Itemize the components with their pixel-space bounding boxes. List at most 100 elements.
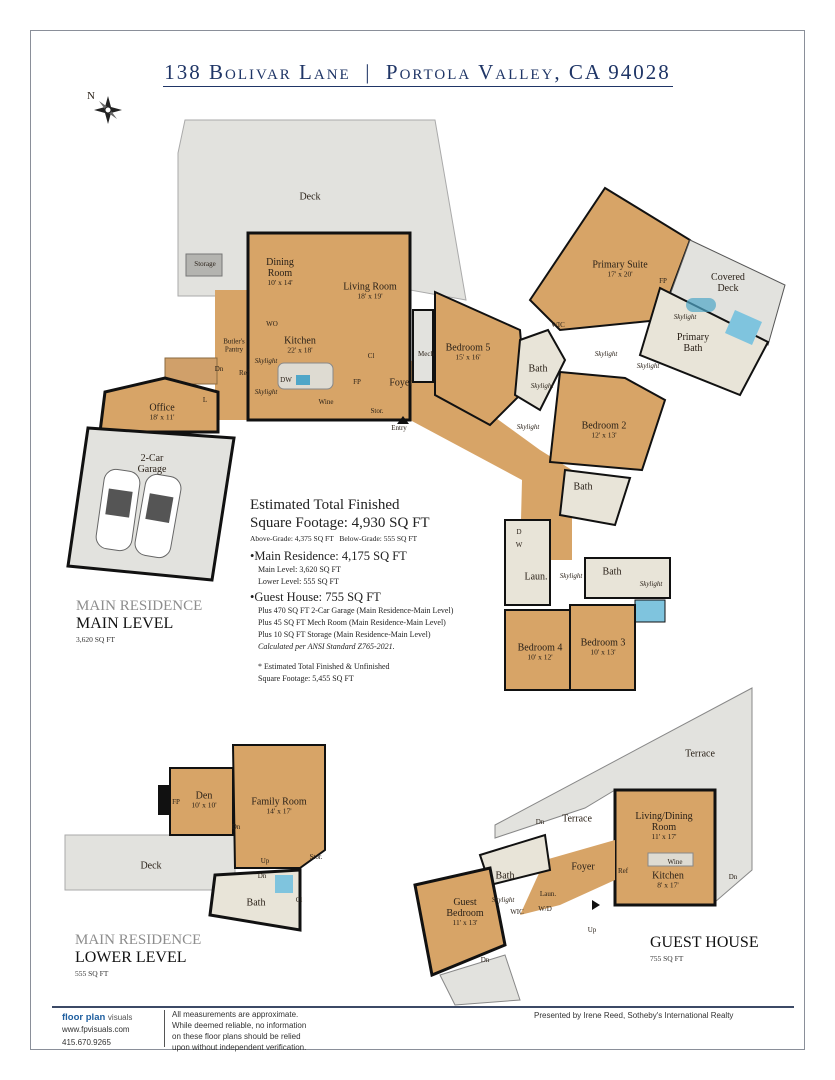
main-residence-total: •Main Residence: 4,175 SQ FT — [250, 549, 407, 563]
bath-label: Bath — [246, 897, 266, 909]
room-dims: 10' x 13' — [590, 647, 616, 657]
website-link[interactable]: www.fpvisuals.com — [62, 1025, 130, 1034]
room-dims: 10' x 10' — [191, 800, 217, 810]
storage-label: Storage — [194, 260, 216, 269]
total-note: Square Footage: 5,455 SQ FT — [258, 674, 354, 683]
room-dims: 18' x 11' — [149, 412, 175, 422]
room-name: Primary Suite — [592, 259, 648, 271]
room-dims: 10' x 12' — [527, 652, 553, 662]
section-label-main-residence: MAIN RESIDENCE — [76, 598, 203, 614]
butlers-pantry-area — [215, 290, 248, 420]
skylight-label: Skylight — [636, 362, 660, 371]
garage-label: 2-Car Garage — [137, 453, 167, 475]
brand-name: floor plan — [62, 1012, 106, 1023]
stairs-down-label: Dn — [728, 873, 738, 882]
room-name: Kitchen — [284, 335, 316, 347]
skylight-label: Skylight — [594, 350, 618, 359]
summary-total: Square Footage: 4,930 SQ FT — [250, 515, 430, 531]
stairs-down-label: Dn — [231, 823, 241, 832]
city: Portola Valley, CA 94028 — [385, 60, 671, 84]
room-name: Guest Bedroom — [446, 896, 484, 919]
compass-rose-icon — [94, 96, 122, 124]
room-name: Bedroom 2 — [581, 420, 627, 432]
room-name: Family Room — [251, 796, 307, 808]
stairs-down-label: Dn — [480, 956, 490, 965]
entry-arrow-icon — [397, 416, 409, 424]
section-label-main-level: MAIN LEVEL — [76, 615, 174, 632]
plus-line: Plus 470 SQ FT 2-Car Garage (Main Reside… — [258, 606, 454, 615]
guest-foyer — [520, 840, 615, 915]
storage-label: Stor. — [309, 853, 323, 862]
room-dims: 11' x 13' — [452, 917, 478, 927]
tub — [686, 298, 716, 312]
guest-house-total: •Guest House: 755 SQ FT — [250, 590, 381, 604]
room-name: Living/Dining Room — [635, 810, 693, 833]
room-name: Bedroom 4 — [517, 642, 563, 654]
fireplace-label: FP — [172, 798, 180, 807]
brand-suffix: visuals — [107, 1013, 133, 1022]
skylight-label: Skylight — [559, 572, 583, 581]
skylight-label: Skylight — [639, 580, 663, 589]
mech-room — [412, 309, 434, 383]
wine-label: Wine — [667, 858, 683, 867]
skylight-label: Skylight — [491, 896, 515, 905]
office-room — [98, 376, 220, 434]
disclaimer-line: All measurements are approximate. — [172, 1010, 299, 1019]
section-label-main-residence: MAIN RESIDENCE — [75, 932, 202, 948]
stairs-down-label: Dn — [214, 365, 224, 374]
room-name: Kitchen — [652, 870, 684, 882]
section-label-guest-house: GUEST HOUSE — [650, 934, 759, 951]
wic-label: WIC — [510, 908, 524, 917]
fireplace-label: FP — [659, 277, 667, 286]
plus-line: Plus 45 SQ FT Mech Room (Main Residence-… — [258, 618, 446, 627]
deck-label: Deck — [299, 191, 321, 203]
room-name: Living Room — [343, 281, 397, 293]
title-underline — [163, 86, 673, 87]
mech-label: Mech — [418, 350, 434, 359]
skylight-label: Skylight — [673, 313, 697, 322]
shower — [725, 310, 762, 345]
closet-label: Cl — [295, 896, 303, 905]
disclaimer-line: upon without independent verification. — [172, 1043, 307, 1052]
below-grade: Below-Grade: 555 SQ FT — [339, 534, 418, 543]
room-name: Bedroom 3 — [580, 637, 626, 649]
terrace-label: Terrace — [562, 813, 592, 825]
washer-label: W — [515, 541, 523, 550]
lower-shower — [275, 875, 293, 893]
closet-label: Cl — [367, 352, 375, 361]
room-name: Office — [149, 402, 175, 414]
section-label-lower-level: LOWER LEVEL — [75, 949, 187, 966]
bath-label: Bath — [528, 363, 548, 375]
bath-label: Bath — [602, 566, 622, 578]
guest-bath-label: Bath — [495, 870, 515, 882]
laundry-label: Laun. — [524, 571, 548, 583]
section-sqft: 555 SQ FT — [75, 969, 109, 978]
room-dims: 12' x 13' — [591, 430, 617, 440]
room-dims: 15' x 16' — [455, 352, 481, 362]
bedroom-2 — [548, 370, 667, 472]
room-dims: 8' x 17' — [657, 880, 679, 890]
wall-oven-label: WO — [266, 320, 278, 329]
summary-heading: Estimated Total Finished — [250, 497, 400, 513]
main-residence-text: Main Residence: 4,175 SQ FT — [254, 549, 407, 563]
stairs-down-label: Dn — [535, 818, 545, 827]
foyer-label: Foyer — [389, 377, 413, 389]
room-dims: 14' x 17' — [266, 806, 292, 816]
primary-bath-label: Primary Bath — [676, 332, 710, 354]
address: 138 Bolivar Lane — [164, 60, 351, 84]
dryer-label: D — [516, 528, 522, 537]
storage-room — [185, 253, 223, 277]
guest-living-room — [613, 788, 717, 907]
presented-by: Presented by Irene Reed, Sotheby's Inter… — [534, 1011, 734, 1020]
total-note: * Estimated Total Finished & Unfinished — [258, 662, 390, 671]
skylight-label: Skylight — [254, 388, 278, 397]
